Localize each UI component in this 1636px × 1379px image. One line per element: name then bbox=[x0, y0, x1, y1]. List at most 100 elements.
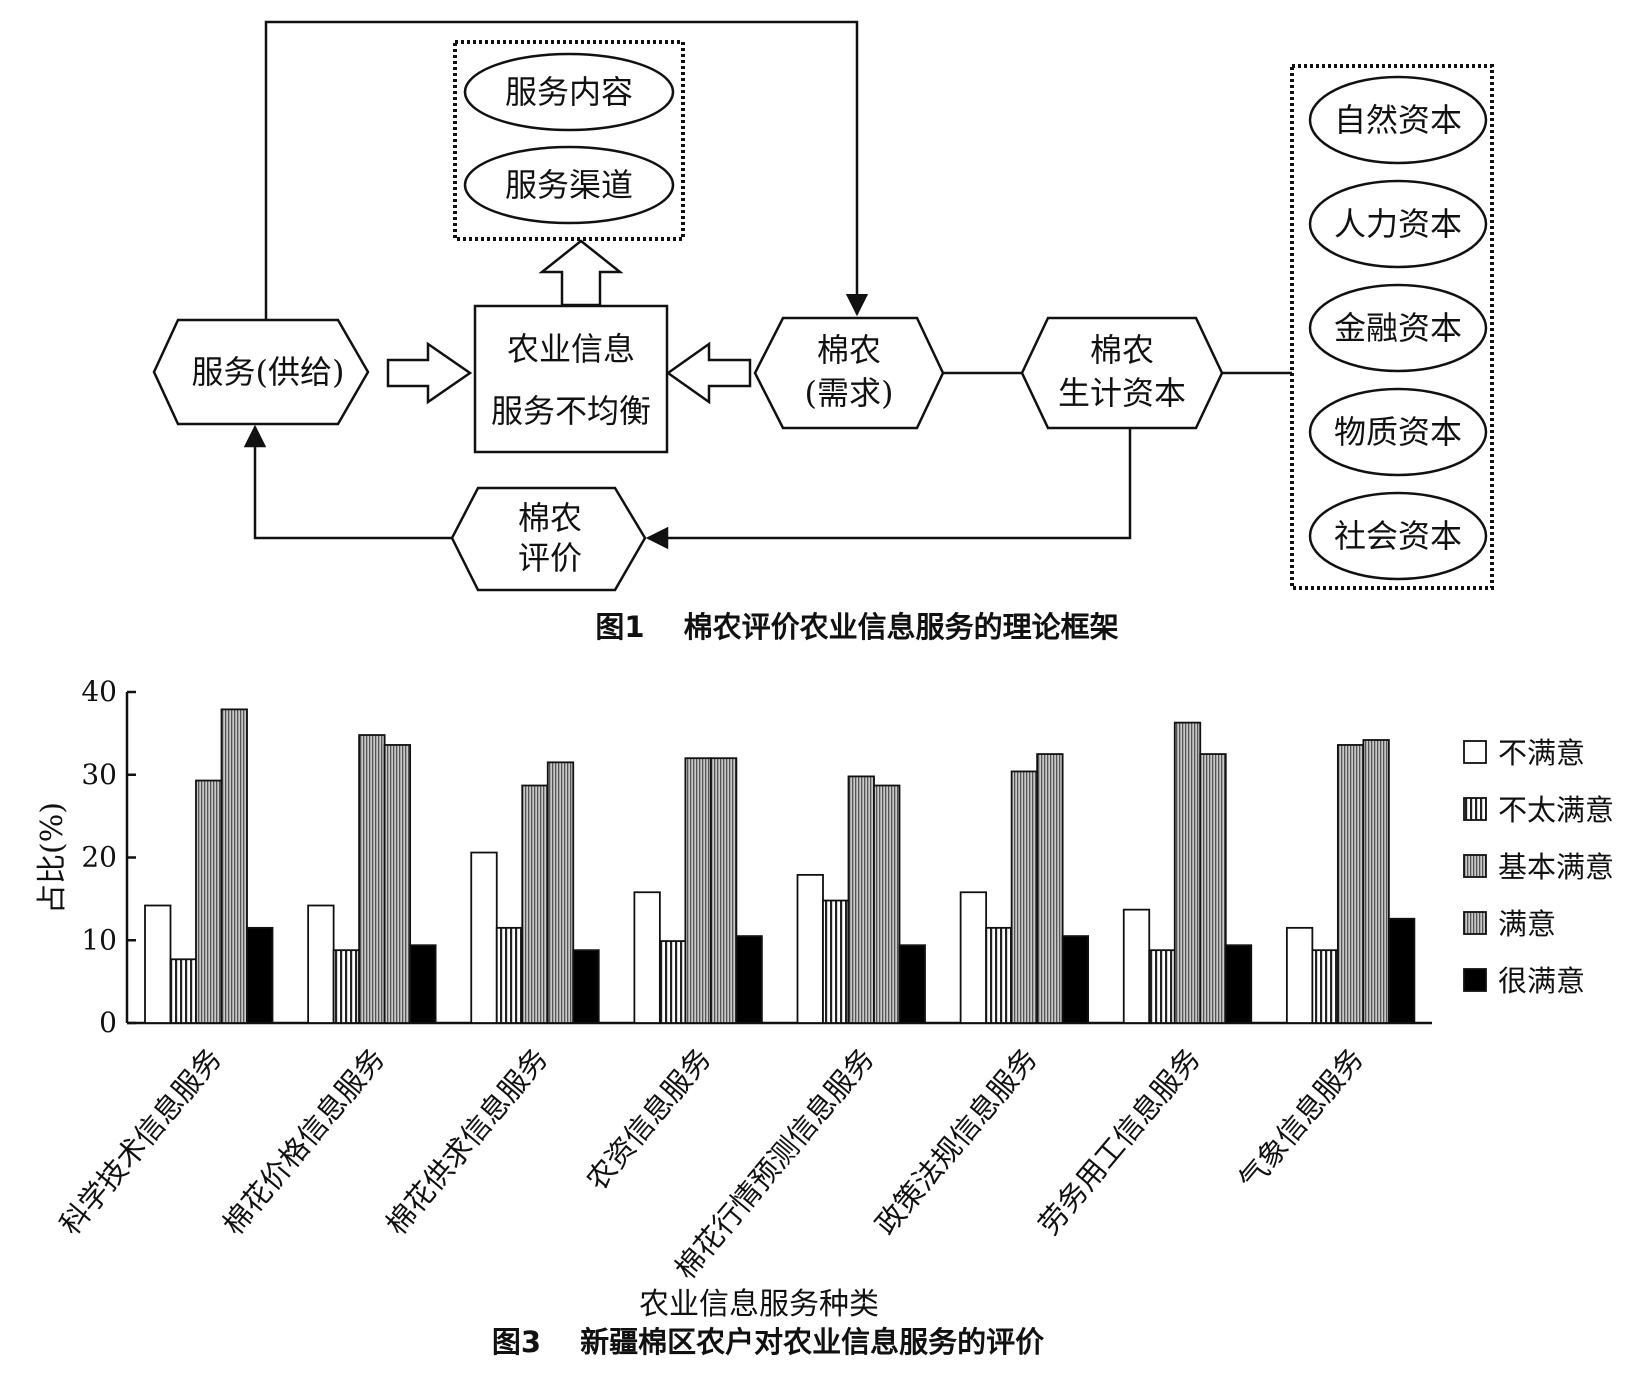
legend-swatch bbox=[1463, 740, 1487, 764]
service-content-node: 服务内容 bbox=[463, 52, 675, 132]
bar bbox=[195, 779, 223, 1024]
bar bbox=[658, 940, 687, 1024]
imbalance-label-line2: 服务不均衡 bbox=[491, 392, 651, 430]
bar bbox=[521, 784, 549, 1024]
bar bbox=[898, 944, 926, 1024]
bar bbox=[1010, 770, 1039, 1024]
service-aspects-group bbox=[453, 40, 685, 241]
service-channel-node: 服务渠道 bbox=[463, 145, 675, 225]
legend-item: 很满意 bbox=[1463, 964, 1585, 998]
bar bbox=[1387, 917, 1416, 1024]
capital-node: 人力资本 bbox=[1308, 179, 1488, 269]
capital-node: 自然资本 bbox=[1308, 75, 1488, 165]
y-axis-title: 占比(%) bbox=[35, 802, 70, 914]
capital-node: 物质资本 bbox=[1308, 387, 1488, 477]
legend-swatch bbox=[1463, 968, 1487, 992]
evaluation-to-supply-arrow bbox=[243, 424, 452, 540]
livelihood-line2: 生计资本 bbox=[1058, 374, 1186, 412]
farmer-demand-line2: (需求) bbox=[805, 374, 894, 412]
category-label: 政策法规信息服务 bbox=[869, 1042, 1044, 1242]
bar bbox=[1224, 944, 1253, 1024]
y-tick-label: 30 bbox=[81, 758, 117, 791]
bar bbox=[1285, 926, 1314, 1024]
livelihood-line1: 棉农 bbox=[1090, 331, 1154, 369]
evaluation-line1: 棉农 bbox=[518, 499, 582, 537]
service-channel-label: 服务渠道 bbox=[505, 166, 633, 204]
legend-item: 基本满意 bbox=[1463, 850, 1614, 884]
bar bbox=[495, 926, 524, 1024]
bar bbox=[470, 851, 498, 1024]
bar bbox=[796, 873, 824, 1024]
livelihood-capital-node: 棉农 生计资本 bbox=[1020, 316, 1224, 430]
legend-label: 基本满意 bbox=[1498, 850, 1614, 884]
legend-label: 不太满意 bbox=[1498, 793, 1614, 827]
capital-label: 自然资本 bbox=[1334, 101, 1462, 139]
bar bbox=[572, 949, 600, 1024]
bar bbox=[1036, 753, 1064, 1024]
bar bbox=[546, 761, 575, 1024]
category-label: 棉花价格信息服务 bbox=[216, 1042, 391, 1242]
category-label: 科学技术信息服务 bbox=[53, 1042, 228, 1242]
bar bbox=[1173, 721, 1202, 1024]
chart-bars bbox=[144, 708, 1416, 1024]
bar bbox=[959, 891, 988, 1024]
farmer-evaluation-node: 棉农 评价 bbox=[450, 486, 647, 592]
hollow-up-arrow bbox=[538, 239, 624, 307]
bar bbox=[307, 904, 335, 1024]
bar bbox=[684, 757, 712, 1024]
service-supply-label: 服务(供给) bbox=[192, 353, 345, 391]
service-imbalance-node: 农业信息 服务不均衡 bbox=[473, 304, 669, 454]
capital-types-group bbox=[1290, 64, 1494, 590]
bar bbox=[1148, 949, 1176, 1024]
category-labels: 科学技术信息服务棉花价格信息服务棉花供求信息服务农资信息服务棉花行情预测信息服务… bbox=[53, 1042, 1370, 1286]
bar bbox=[709, 757, 738, 1024]
legend-swatch bbox=[1463, 911, 1487, 935]
legend-label: 很满意 bbox=[1498, 964, 1585, 998]
bar bbox=[1122, 908, 1151, 1024]
figure1-caption: 图1 棉农评价农业信息服务的理论框架 bbox=[595, 610, 1118, 644]
y-tick-label: 0 bbox=[99, 1006, 117, 1039]
bar bbox=[1311, 949, 1339, 1024]
legend-swatch bbox=[1463, 854, 1487, 878]
figure3-caption: 图3 新疆棉区农户对农业信息服务的评价 bbox=[492, 1325, 1045, 1359]
bar bbox=[358, 734, 386, 1024]
legend-swatch bbox=[1463, 797, 1487, 821]
bar bbox=[409, 944, 437, 1024]
category-label: 劳务用工信息服务 bbox=[1032, 1042, 1207, 1242]
legend-label: 不满意 bbox=[1498, 736, 1585, 770]
legend-item: 不满意 bbox=[1463, 736, 1585, 770]
legend-item: 不太满意 bbox=[1463, 793, 1614, 827]
capital-label: 社会资本 bbox=[1334, 517, 1462, 555]
evaluation-bar-chart: 010203040 科学技术信息服务棉花价格信息服务棉花供求信息服务农资信息服务… bbox=[35, 675, 1614, 1359]
bar bbox=[985, 926, 1013, 1024]
x-axis-title: 农业信息服务种类 bbox=[639, 1287, 879, 1322]
bar bbox=[1199, 753, 1227, 1024]
service-supply-node: 服务(供给) bbox=[152, 318, 370, 426]
farmer-demand-line1: 棉农 bbox=[817, 331, 881, 369]
bar bbox=[873, 784, 901, 1024]
bar bbox=[246, 926, 274, 1024]
y-tick-label: 40 bbox=[81, 675, 117, 708]
bar bbox=[332, 949, 361, 1024]
bar bbox=[144, 904, 172, 1024]
category-label: 农资信息服务 bbox=[580, 1042, 718, 1197]
service-content-label: 服务内容 bbox=[505, 73, 633, 111]
hollow-left-arrow bbox=[665, 341, 752, 405]
capital-label: 物质资本 bbox=[1334, 413, 1462, 451]
legend-label: 满意 bbox=[1498, 907, 1556, 941]
capital-label: 金融资本 bbox=[1334, 309, 1462, 347]
legend-item: 满意 bbox=[1463, 907, 1556, 941]
supply-to-demand-arrow bbox=[264, 20, 869, 320]
farmer-demand-node: 棉农 (需求) bbox=[753, 316, 945, 430]
category-label: 棉花供求信息服务 bbox=[379, 1042, 554, 1242]
livelihood-to-evaluation-arrow bbox=[645, 428, 1132, 550]
y-tick-label: 20 bbox=[81, 841, 117, 874]
bar bbox=[1362, 739, 1390, 1024]
capital-label: 人力资本 bbox=[1334, 205, 1462, 243]
bar bbox=[1061, 935, 1090, 1024]
evaluation-line2: 评价 bbox=[518, 539, 582, 577]
bar bbox=[633, 891, 661, 1024]
